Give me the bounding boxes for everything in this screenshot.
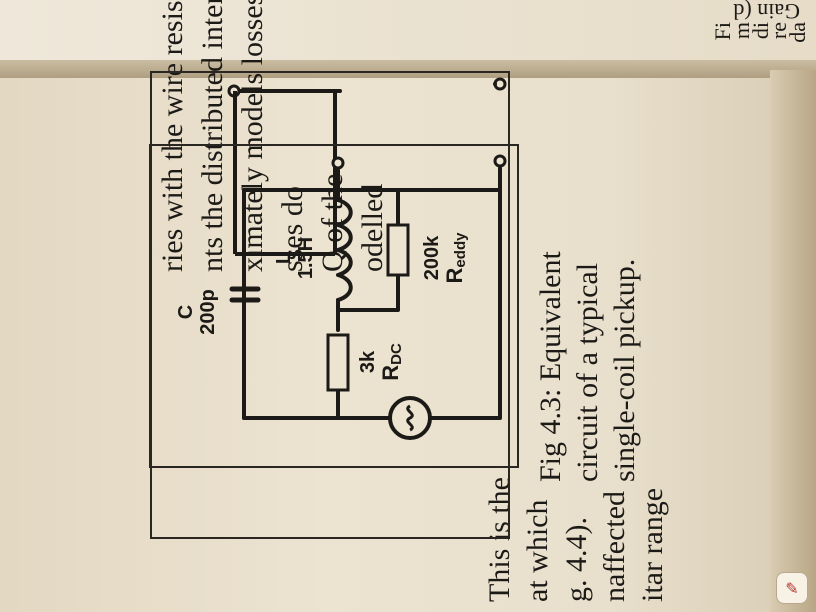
upper-page — [0, 0, 816, 70]
right-col-1: Fi — [710, 22, 735, 40]
inductor-coil — [336, 198, 353, 302]
resistor-rdc — [326, 333, 350, 392]
right-col-4: re — [766, 22, 791, 39]
reddy-label: Reddy — [442, 232, 469, 284]
page-edge — [0, 60, 816, 82]
sine-icon — [406, 404, 414, 432]
circuit-diagram — [227, 77, 507, 256]
right-col-5: da — [785, 22, 810, 43]
cap-name: C — [175, 305, 197, 319]
rdc-value: 3k — [357, 350, 379, 373]
caption-line-3: single-coil pickup. — [608, 259, 641, 482]
app-badge-icon[interactable]: ✎ — [776, 572, 808, 604]
top-header: Gain (d — [733, 0, 800, 24]
terminal-1 — [331, 156, 345, 170]
ind-name: L — [273, 252, 295, 264]
right-rail — [428, 166, 502, 420]
figure-border — [149, 144, 519, 468]
terminal-2 — [493, 154, 507, 168]
rdc-label: RDC — [378, 343, 405, 381]
right-col-3: di — [748, 22, 773, 39]
resistor-reddy — [386, 223, 410, 277]
cap-value: 200p — [197, 289, 219, 335]
right-page-edge — [770, 70, 816, 612]
reddy-value: 200k — [421, 235, 443, 280]
caption-line-1: Fig 4.3: Equivalent — [534, 251, 567, 482]
ind-value: 1.5H — [295, 237, 317, 279]
caption-line-2: circuit of a typical — [571, 263, 604, 482]
book-page — [0, 78, 816, 612]
right-col-2: m — [729, 22, 754, 39]
